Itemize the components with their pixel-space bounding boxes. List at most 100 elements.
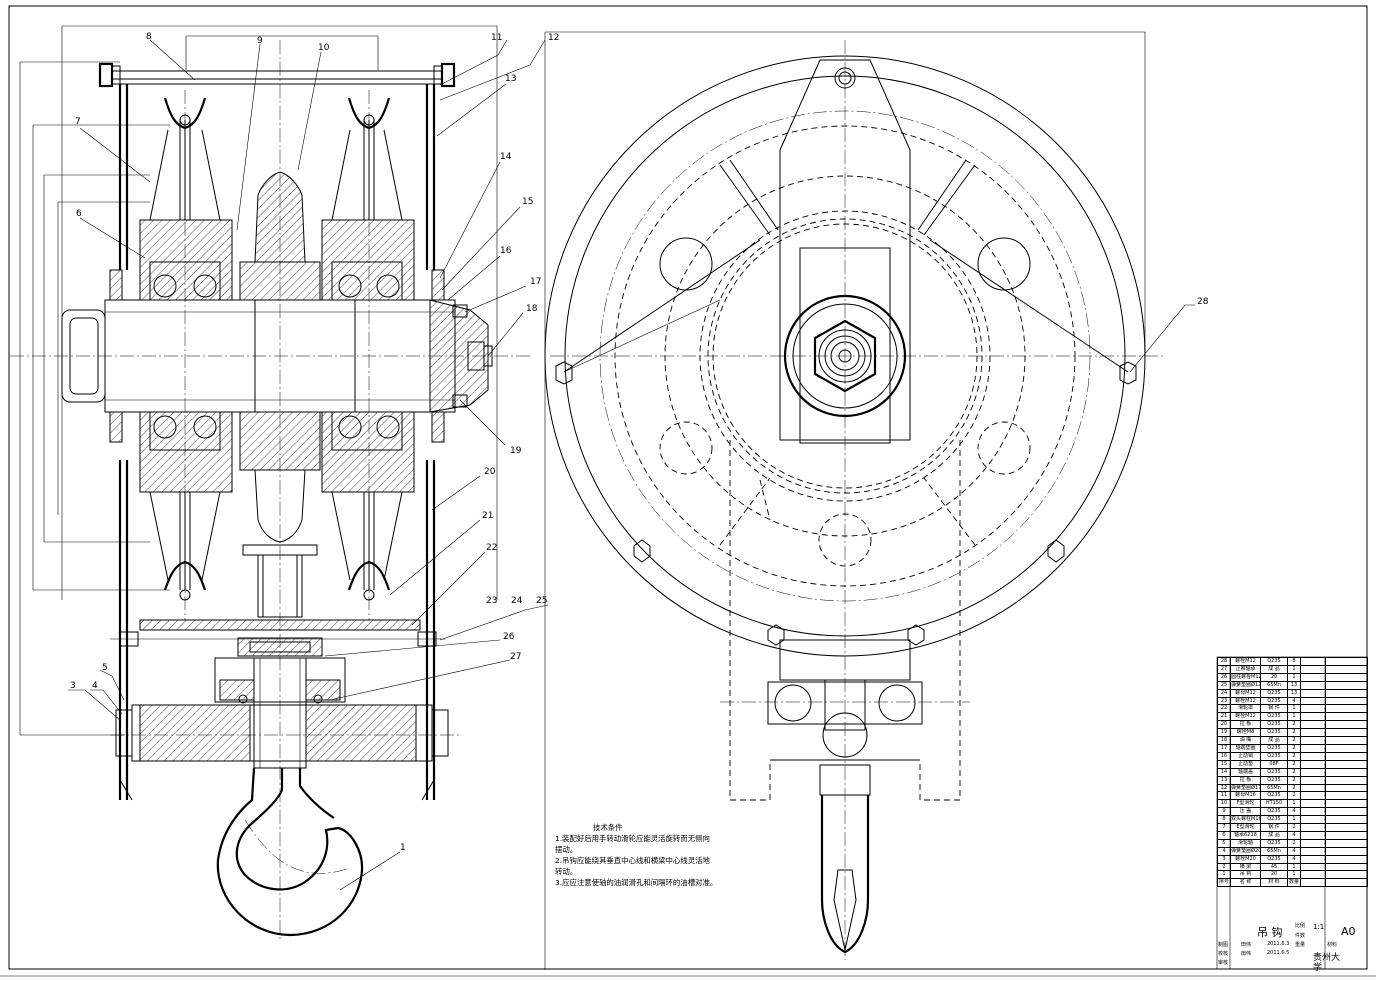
bom-cell-qty: 1 (1287, 704, 1301, 714)
bom-cell-no: 21 (1217, 712, 1231, 722)
bom-cell-mat: Q235 (1260, 854, 1288, 864)
bom-cell-no: 19 (1217, 728, 1231, 738)
check-date: 2011.6.5 (1267, 950, 1290, 956)
bom-cell-e1 (1300, 688, 1326, 698)
bom-cell-mat: Q235 (1260, 751, 1288, 761)
bom-cell-qty: 2 (1287, 767, 1301, 777)
bom-cell-name: 螺栓M12 (1230, 657, 1261, 666)
bom-cell-name: 螺母M12 (1230, 688, 1261, 698)
bom-cell-e1 (1300, 759, 1326, 769)
bom-cell-mat: 20 (1260, 672, 1288, 682)
bom-cell-qty: 1 (1287, 672, 1301, 682)
bom-cell-e1 (1300, 751, 1326, 761)
bom-cell-qty: 1 (1287, 862, 1301, 872)
bom-cell-e2 (1325, 720, 1368, 730)
note-line: 1.装配好后用手转动滑轮应能灵活旋转而无侧向 (555, 834, 710, 843)
bom-cell-name: 轴端盖 (1230, 767, 1261, 777)
bom-cell-e2 (1325, 783, 1368, 793)
school-name: 贵州大学 (1313, 953, 1341, 973)
bom-cell-mat: 成 品 (1260, 736, 1288, 745)
side-section-view: 8 9 10 11 12 13 14 15 16 17 18 19 20 21 … (10, 25, 559, 940)
bom-cell-no: 27 (1217, 664, 1231, 674)
bom-cell-e1 (1300, 728, 1326, 738)
bom-cell-name: 圆柱螺栓M12 (1230, 672, 1261, 682)
bom-cell-qty: 13 (1287, 680, 1301, 690)
bom-cell-name: 螺栓M12 (1230, 712, 1261, 722)
draw-date: 2011.6.3 (1267, 941, 1290, 947)
bom-cell-mat: Q235 (1260, 767, 1288, 777)
bom-cell-e1 (1300, 664, 1326, 674)
bom-cell-e1 (1300, 743, 1326, 753)
bom-cell-no: 10 (1217, 799, 1231, 809)
part-label-6: 6 (76, 209, 82, 219)
bom-cell-e1 (1300, 704, 1326, 714)
bom-cell-name: 螺栓M8 (1230, 728, 1261, 738)
bom-cell-mat: Q235 (1260, 807, 1288, 817)
part-label-22: 22 (486, 543, 497, 553)
part-label-21: 21 (482, 511, 493, 521)
bom-cell-e1 (1300, 767, 1326, 777)
sheet-size: A0 (1341, 925, 1356, 938)
bom-cell-e2 (1325, 688, 1368, 698)
bom-cell-name: 轴端垫圈 (1230, 743, 1261, 753)
part-name: 吊 钩 (1257, 926, 1283, 939)
bom-cell-no: 20 (1217, 720, 1231, 730)
bom-cell-name: 弹簧垫圈Ø17 (1230, 783, 1261, 793)
part-label-17: 17 (530, 277, 541, 287)
bom-cell-no: 12 (1217, 783, 1231, 793)
bom-cell-e2 (1325, 759, 1368, 769)
bom-cell-mat: HT150 (1260, 799, 1288, 809)
front-view: 28 (544, 31, 1209, 970)
bom-cell-qty: 4 (1287, 696, 1301, 706)
bom-cell-e2 (1325, 672, 1368, 682)
part-label-12: 12 (548, 33, 559, 43)
bom-cell-qty: 2 (1287, 728, 1301, 738)
bom-cell-qty: 2 (1287, 751, 1301, 761)
scale-value: 1:1 (1313, 923, 1325, 931)
bom-cell-e2 (1325, 751, 1368, 761)
bom-cell-e1 (1300, 830, 1326, 840)
part-label-15: 15 (522, 197, 533, 207)
pulley-right (321, 97, 415, 601)
bom-cell-mat: Q235 (1260, 815, 1288, 825)
bom-cell-no: 18 (1217, 736, 1231, 745)
bom-cell-mat: 08F (1260, 759, 1288, 769)
review-label: 审核 (1218, 960, 1229, 966)
bom-cell-e1 (1300, 791, 1326, 801)
bom-cell-name: 螺母M16 (1230, 791, 1261, 801)
part-label-28: 28 (1197, 297, 1209, 307)
bom-cell-name: 滑轮罩 (1230, 704, 1261, 714)
part-label-1: 1 (400, 843, 406, 853)
bom-cell-qty: 2 (1287, 743, 1301, 753)
bom-cell-e2 (1325, 846, 1368, 856)
bom-cell-qty: 2 (1287, 736, 1301, 745)
sheet-border (8, 5, 1368, 970)
bom-cell-no: 4 (1217, 846, 1231, 856)
bom-cell-qty: 13 (1287, 688, 1301, 698)
bom-cell-mat: 65Mn (1260, 846, 1288, 856)
bom-cell-e2 (1325, 736, 1368, 745)
bom-cell-e1 (1300, 854, 1326, 864)
bom-cell-e1 (1300, 815, 1326, 825)
bom-cell-mat: Q235 (1260, 696, 1288, 706)
bom-cell-no: 5 (1217, 838, 1231, 848)
bom-cell-no: 14 (1217, 767, 1231, 777)
scale-label: 比例 (1295, 923, 1306, 929)
bom-cell-no: 7 (1217, 823, 1231, 832)
bom-cell-name: 吊 钩 (1230, 870, 1261, 880)
bom-cell-no: 2 (1217, 862, 1231, 872)
part-label-7: 7 (75, 117, 81, 127)
bom-cell-qty: 2 (1287, 759, 1301, 769)
bom-cell-name: 拉 板 (1230, 775, 1261, 785)
bom-cell-e2 (1325, 704, 1368, 714)
